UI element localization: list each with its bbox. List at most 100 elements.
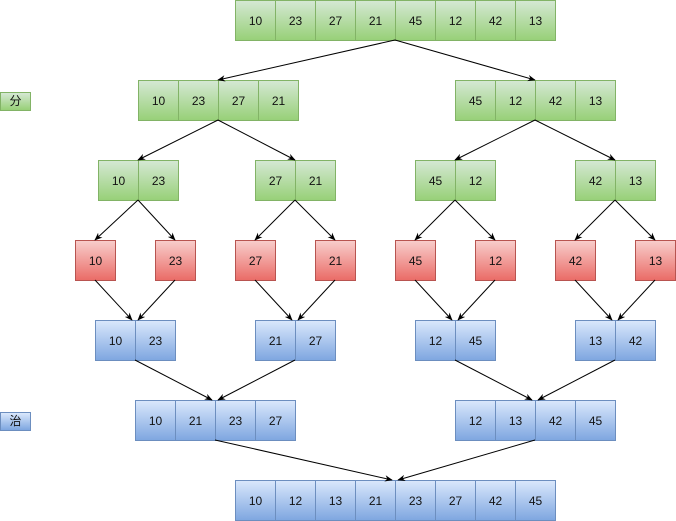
cell-value: 21	[269, 334, 283, 348]
array-cell	[178, 80, 219, 121]
cell-value: 23	[169, 254, 183, 268]
array-group: 21	[315, 240, 356, 281]
arrow	[134, 359, 213, 401]
arrow	[217, 119, 296, 161]
array-cell	[255, 160, 296, 201]
array-cell	[98, 160, 139, 201]
array-cell	[175, 400, 216, 441]
array-group: 42 13	[575, 160, 656, 201]
cell-value: 10	[249, 14, 263, 28]
arrow	[94, 199, 139, 241]
cell-value: 45	[529, 494, 543, 508]
cell-value: 42	[589, 174, 603, 188]
cell-value: 27	[269, 414, 283, 428]
cell-value: 10	[112, 174, 126, 188]
array-cell	[415, 320, 456, 361]
cell-value: 21	[309, 174, 323, 188]
cell-value: 10	[89, 254, 103, 268]
array-cell	[575, 80, 616, 121]
cell-value: 45	[589, 414, 603, 428]
cell-value: 12	[289, 494, 303, 508]
arrow	[454, 119, 536, 161]
arrow	[394, 39, 536, 82]
conquer-label: 治	[0, 412, 31, 431]
arrow	[534, 119, 616, 161]
cell-value: 42	[489, 494, 503, 508]
array-cell	[235, 0, 276, 41]
cell-value: 27	[232, 94, 246, 108]
array-cell	[435, 0, 476, 41]
array-cell	[235, 240, 276, 281]
arrow	[454, 199, 496, 241]
array-cell	[155, 240, 196, 281]
array-cell	[255, 320, 296, 361]
cell-value: 23	[289, 14, 303, 28]
array-cell	[315, 480, 356, 521]
cell-value: 21	[272, 94, 286, 108]
array-cell	[495, 80, 536, 121]
array-group: 10	[75, 240, 116, 281]
cell-value: 45	[469, 334, 483, 348]
cell-value: 42	[629, 334, 643, 348]
cell-value: 13	[529, 14, 543, 28]
array-group: 21 27	[255, 320, 336, 361]
array-cell	[515, 0, 556, 41]
cell-value: 21	[189, 414, 203, 428]
arrow	[414, 199, 456, 241]
array-cell	[355, 0, 396, 41]
arrow	[574, 199, 616, 241]
cell-value: 27	[249, 254, 263, 268]
cell-value: 42	[549, 94, 563, 108]
array-group: 23	[155, 240, 196, 281]
cell-value: 45	[469, 94, 483, 108]
array-cell	[255, 400, 296, 441]
array-cell	[575, 400, 616, 441]
arrow	[137, 199, 176, 241]
array-cell	[515, 480, 556, 521]
arrow	[217, 39, 396, 82]
array-cell	[535, 80, 576, 121]
array-cell	[395, 480, 436, 521]
array-cell	[138, 160, 179, 201]
cell-value: 12	[429, 334, 443, 348]
arrow	[537, 359, 616, 401]
array-group: 10 23	[98, 160, 179, 201]
array-cell	[475, 240, 516, 281]
array-cell	[258, 80, 299, 121]
cell-value: 12	[469, 414, 483, 428]
array-cell	[215, 400, 256, 441]
cell-value: 13	[649, 254, 663, 268]
array-cell	[395, 240, 436, 281]
array-cell	[415, 160, 456, 201]
array-cell	[75, 240, 116, 281]
array-cell	[615, 320, 656, 361]
array-group: 42	[555, 240, 596, 281]
cell-value: 13	[629, 174, 643, 188]
arrow	[457, 279, 496, 321]
arrow	[397, 439, 536, 482]
cell-value: 23	[149, 334, 163, 348]
cell-value: 23	[229, 414, 243, 428]
arrow	[414, 279, 453, 321]
cell-value: 42	[489, 14, 503, 28]
cell-value: 23	[152, 174, 166, 188]
cell-value: 21	[369, 494, 383, 508]
cell-value: 12	[449, 14, 463, 28]
cell-value: 10	[249, 494, 263, 508]
array-cell	[275, 0, 316, 41]
arrow	[297, 279, 336, 321]
cell-value: 23	[192, 94, 206, 108]
array-group: 45	[395, 240, 436, 281]
cell-value: 27	[449, 494, 463, 508]
cell-value: 27	[309, 334, 323, 348]
array-cell	[455, 160, 496, 201]
array-cell	[235, 480, 276, 521]
cell-value: 45	[429, 174, 443, 188]
